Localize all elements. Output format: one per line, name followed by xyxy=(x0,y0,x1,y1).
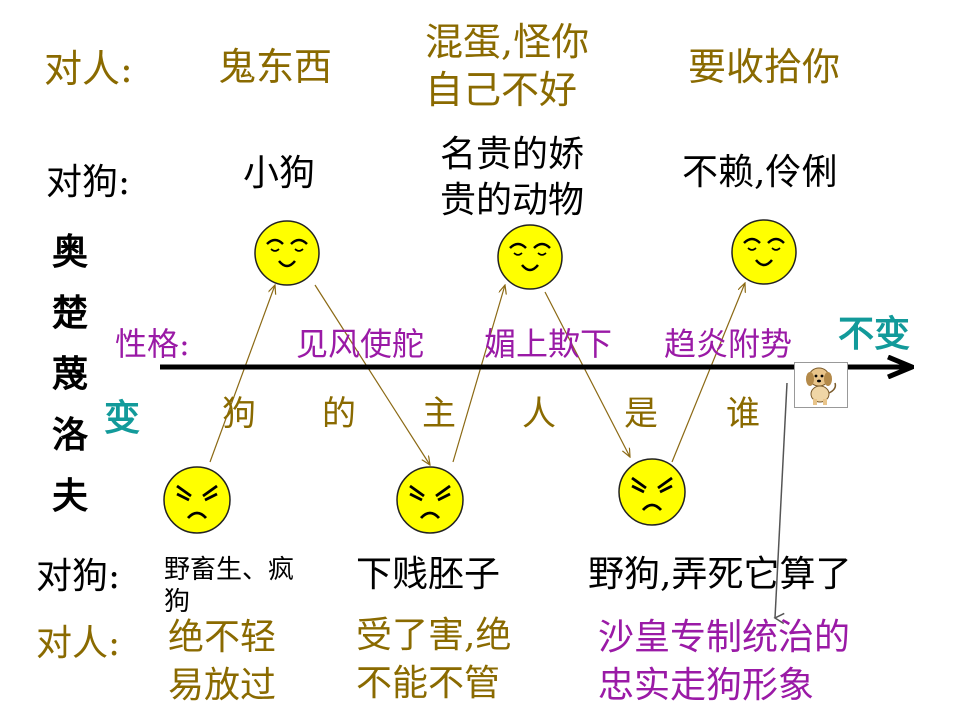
smiling-face-icon xyxy=(731,219,797,285)
axis-left-end-label: 变 xyxy=(104,397,141,439)
top-to-people-2: 混蛋,怪你 自己不好 xyxy=(425,20,590,112)
angry-face-icon xyxy=(618,458,686,526)
bottom-to-dog-1: 野畜生、疯 狗 xyxy=(164,555,295,617)
top-to-dog-2: 名贵的娇 贵的动物 xyxy=(440,134,585,221)
bottom-to-dog-3: 野狗,弄死它算了 xyxy=(588,554,852,595)
top-to-dog-label: 对狗: xyxy=(46,162,131,203)
owner-question-char: 人 xyxy=(522,394,556,434)
trait-1: 见风使舵 xyxy=(296,325,425,363)
trend-arrow-4 xyxy=(544,291,630,457)
owner-question-char: 是 xyxy=(624,394,658,434)
owner-question-char: 的 xyxy=(322,394,356,434)
character-name-char: 夫 xyxy=(51,475,88,517)
character-name-char: 蔑 xyxy=(51,353,88,395)
bottom-to-people-label: 对人: xyxy=(36,623,121,664)
character-name-char: 楚 xyxy=(51,292,88,334)
dog-connector-arrow xyxy=(773,382,788,625)
trend-arrow-3 xyxy=(452,285,505,463)
smiling-face-icon xyxy=(497,224,563,290)
top-to-dog-3: 不赖,伶俐 xyxy=(682,152,838,193)
bottom-to-people-3: 沙皇专制统治的 忠实走狗形象 xyxy=(598,617,851,706)
owner-question-char: 狗 xyxy=(222,394,256,434)
owner-question-char: 谁 xyxy=(726,394,760,434)
bottom-to-dog-2: 下贱胚子 xyxy=(356,554,501,595)
character-name-char: 奥 xyxy=(51,231,88,273)
character-name-vertical: 奥 楚 蔑 洛 夫 xyxy=(48,222,92,527)
trait-3: 趋炎附势 xyxy=(664,325,793,363)
character-name-char: 洛 xyxy=(51,414,88,456)
angry-face-icon xyxy=(163,466,231,534)
bottom-to-people-1: 绝不轻 易放过 xyxy=(168,617,277,706)
bottom-to-dog-label: 对狗: xyxy=(36,556,121,597)
trait-2: 媚上欺下 xyxy=(484,325,613,363)
personality-label: 性格: xyxy=(115,325,190,363)
angry-face-icon xyxy=(396,466,464,534)
trend-arrow-5 xyxy=(671,283,745,463)
smiling-face-icon xyxy=(254,220,320,286)
owner-question-char: 主 xyxy=(422,394,456,434)
top-to-people-1: 鬼东西 xyxy=(218,45,333,89)
bottom-to-people-2: 受了害,绝 不能不管 xyxy=(356,615,512,704)
top-to-people-3: 要收拾你 xyxy=(688,45,841,89)
top-to-dog-1: 小狗 xyxy=(243,153,316,194)
top-to-people-label: 对人: xyxy=(44,47,133,91)
axis-right-end-label: 不变 xyxy=(838,313,911,355)
trend-arrow-1 xyxy=(209,285,275,463)
dog-icon xyxy=(794,362,848,408)
trend-arrow-2 xyxy=(314,284,430,465)
